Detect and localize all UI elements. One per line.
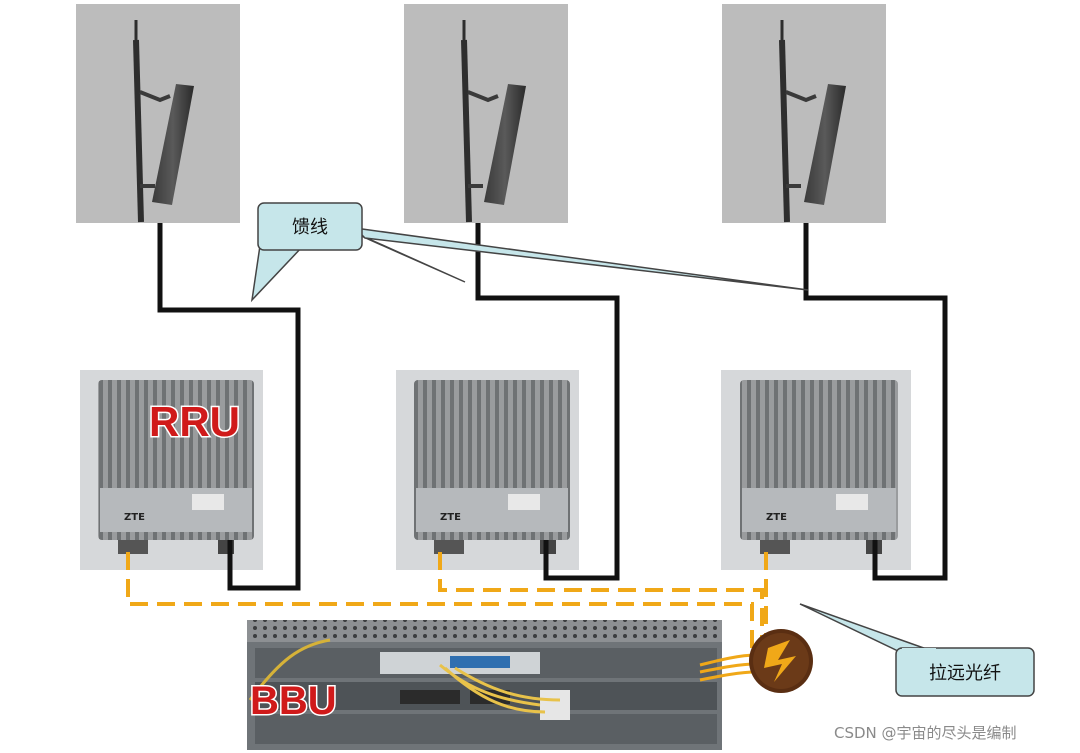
rru-unit-3: ZTE	[721, 370, 911, 570]
rru-label: RRU	[149, 398, 240, 445]
antenna-2	[404, 4, 568, 223]
feeder-line-2	[475, 223, 620, 581]
fiber-line-1	[126, 552, 754, 660]
fiber-line-2	[438, 552, 764, 655]
fiber-callout: 拉远光纤	[799, 603, 1035, 697]
brand-label-1: ZTE	[124, 512, 145, 523]
feeder-cables	[157, 223, 948, 591]
bbu-label: BBU	[250, 679, 337, 723]
brand-label-2: ZTE	[440, 512, 461, 523]
rru-unit-2: ZTE	[396, 370, 579, 570]
fiber-connector-icon	[749, 629, 813, 693]
antenna-1	[76, 4, 240, 223]
rru-unit-1: ZTE	[80, 370, 263, 570]
feeder-line-3	[803, 223, 948, 581]
brand-label-3: ZTE	[766, 512, 787, 523]
fiber-callout-text: 拉远光纤	[929, 663, 1001, 684]
antenna-3	[722, 4, 886, 223]
watermark: CSDN @宇宙的尽头是编制	[834, 724, 1017, 742]
bbu-unit	[247, 620, 722, 750]
feeder-callout-text: 馈线	[292, 217, 328, 238]
feeder-callout: 馈线	[250, 202, 809, 303]
feeder-line-1	[157, 223, 301, 591]
